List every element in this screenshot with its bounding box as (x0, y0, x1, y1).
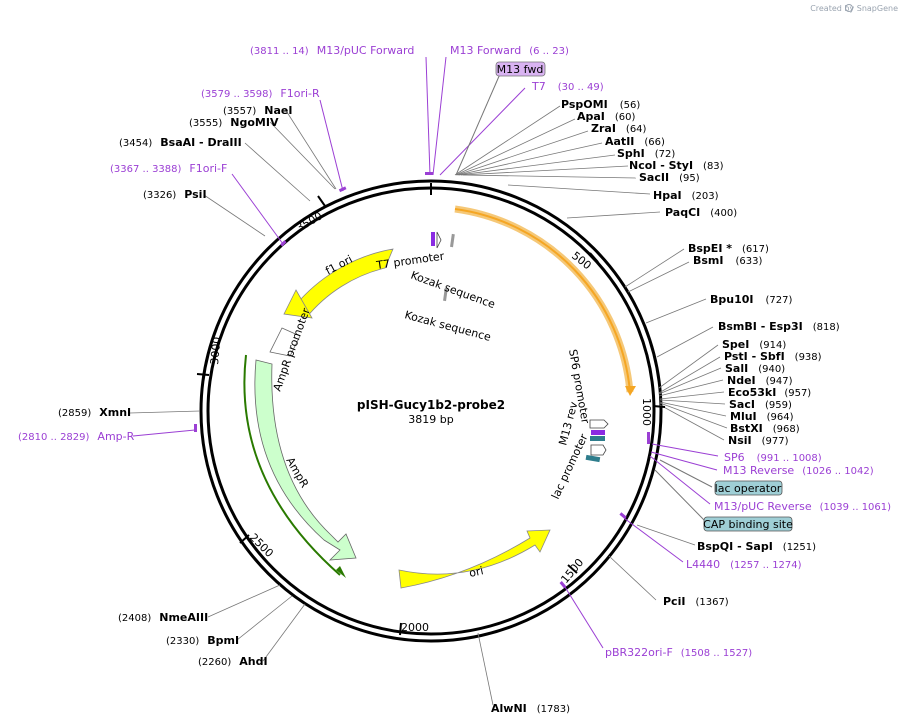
primer-label-m13-reverse: M13 Reverse(1026 .. 1042) (723, 464, 874, 477)
site-label-sali: SalI(940) (725, 362, 785, 375)
site-label-psii: (3326)PsiI (143, 188, 207, 201)
insert-arc (454, 208, 631, 393)
site-label-bspei: BspEI *(617) (688, 242, 769, 255)
site-label-bsaai-draiii: (3454)BsaAI - DraIII (119, 136, 242, 149)
t7-promoter-marker (431, 232, 435, 246)
tick-label-3000: 3000 (208, 336, 223, 365)
site-label-saci: SacI(959) (729, 398, 792, 411)
primer-label-sp6: SP6(991 .. 1008) (724, 451, 822, 464)
snapgene-credit: Created by SnapGene (810, 4, 898, 13)
lac-operator-box-label: lac operator (715, 482, 782, 495)
primer-mark-m13puc-forward (425, 172, 433, 175)
site-label-spei: SpeI(914) (722, 338, 786, 351)
tick-marks (196, 183, 666, 636)
feature-label-kozak-2: Kozak sequence (403, 308, 492, 344)
tick-label-1500: 1500 (558, 556, 586, 586)
site-label-mlui: MluI(964) (730, 410, 794, 423)
site-label-psti-sbfi: PstI - SbfI(938) (724, 350, 822, 363)
site-label-bpu10i: Bpu10I(727) (710, 293, 792, 306)
primer-mark-f1ori-r (338, 186, 347, 193)
site-label-eco53ki: Eco53kI(957) (728, 386, 811, 399)
primer-label-t7: T7(30 .. 49) (531, 80, 604, 93)
site-label-sacii: SacII(95) (639, 171, 700, 184)
ampr-arrow (254, 359, 357, 561)
tick-label-1000: 1000 (640, 398, 653, 426)
primer-mark-l4440 (619, 512, 627, 520)
site-label-pcii: PciI(1367) (663, 595, 729, 608)
credit-text: Created by SnapGene (810, 4, 898, 13)
lac-operator-box (714, 480, 783, 496)
site-label-nsii: NsiI(977) (728, 434, 789, 447)
sp6-promoter-arrow (589, 419, 609, 429)
t7-promoter-arrow (436, 231, 442, 249)
kozak-marker-2 (443, 287, 448, 302)
site-label-bpmi: (2330)BpmI (166, 634, 239, 647)
tick-label-3500: 3500 (294, 209, 325, 234)
site-label-bspqi-sapi: BspQI - SapI(1251) (697, 540, 816, 553)
lac-operator-marker (590, 436, 605, 441)
insert-arc-head (625, 386, 636, 396)
primer-leader-lines (132, 56, 719, 649)
m13-fwd-box (495, 61, 546, 77)
primer-label-m13-forward: M13 Forward(6 .. 23) (450, 44, 569, 57)
site-label-xmni: (2859)XmnI (58, 406, 131, 419)
primer-label-pbr322ori-f: pBR322ori-F(1508 .. 1527) (605, 646, 752, 659)
primer-label-m13puc-reverse: M13/pUC Reverse(1039 .. 1061) (714, 500, 891, 513)
m13-rev-marker (591, 430, 605, 435)
ori-arrow (398, 529, 551, 589)
site-label-bstxi: BstXI(968) (730, 422, 800, 435)
site-label-bsmbi-esp3i: BsmBI - Esp3I(818) (718, 320, 840, 333)
site-label-paqci: PaqCI(400) (665, 206, 737, 219)
site-label-ncoi-styi: NcoI - StyI(83) (629, 159, 724, 172)
m13-fwd-box-label: M13 fwd (497, 63, 544, 76)
lac-promoter-arrow (590, 444, 607, 456)
site-label-ndei: NdeI(947) (727, 374, 793, 387)
site-label-naei: (3557)NaeI (223, 104, 292, 117)
plasmid-name: pISH-Gucy1b2-probe2 (357, 398, 505, 412)
cap-binding-site-box-label: CAP binding site (703, 518, 793, 531)
plasmid-size: 3819 bp (408, 413, 453, 426)
site-label-apai: ApaI(60) (577, 110, 636, 123)
site-label-ngomiv: (3555)NgoMIV (189, 116, 279, 129)
f1-ori-arrowhead (283, 289, 313, 319)
cap-binding-marker (585, 454, 601, 463)
primer-label-f1ori-f: (3367 .. 3388)F1ori-F (110, 162, 227, 175)
primer-mark-f1ori-f (280, 240, 287, 247)
feature-label-kozak-1: Kozak sequence (409, 269, 497, 312)
primer-mark-sp6 (647, 432, 650, 444)
primer-label-m13puc-forward: (3811 .. 14)M13/pUC Forward (250, 44, 414, 57)
primer-mark-pbr322ori-f (559, 581, 567, 589)
ampr-outer-head (336, 566, 346, 578)
ampr-promoter-arrow (269, 327, 301, 357)
cap-binding-site-box (703, 516, 793, 532)
feature-label-ori: ori (468, 564, 485, 580)
primer-label-amp-r: (2810 .. 2829)Amp-R (18, 430, 135, 443)
leader-lines (129, 105, 728, 706)
snapgene-logo-icon (845, 4, 853, 12)
tick-label-2000: 2000 (401, 621, 429, 634)
kozak-marker-1 (450, 233, 455, 248)
site-label-zrai: ZraI(64) (591, 122, 647, 135)
site-label-hpai: HpaI(203) (653, 189, 719, 202)
backbone-outer (199, 179, 663, 643)
site-label-nmeaiii: (2408)NmeAIII (118, 611, 208, 624)
primer-label-l4440: L4440(1257 .. 1274) (686, 558, 802, 571)
site-label-ahdi: (2260)AhdI (198, 655, 268, 668)
site-label-pspomi: PspOMI(56) (561, 98, 640, 111)
feature-arcs (194, 172, 650, 589)
site-label-bsmi: BsmI(633) (693, 254, 762, 267)
site-label-sphi: SphI(72) (617, 147, 675, 160)
ampr-outer-arc (243, 354, 341, 576)
primer-mark-amp-r (194, 424, 197, 432)
site-label-aatii: AatII(66) (605, 135, 665, 148)
primer-label-f1ori-r: (3579 .. 3598)F1ori-R (201, 87, 320, 100)
site-label-alwni: AlwNI(1783) (491, 702, 570, 715)
